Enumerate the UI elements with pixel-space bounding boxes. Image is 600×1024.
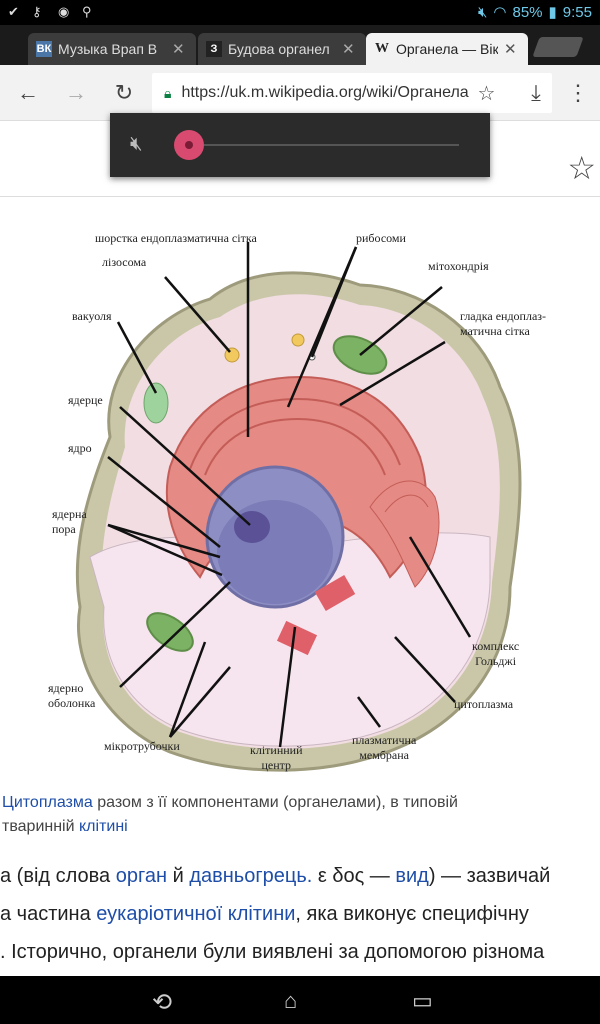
forward-icon[interactable]: → — [65, 80, 87, 105]
label-golgi-line1: комплекс — [472, 639, 520, 653]
cytoplasm-link[interactable]: Цитоплазма — [2, 794, 93, 811]
sync-icon: ◉ — [58, 4, 70, 19]
tab-title: Музыка Врап В — [58, 41, 158, 57]
label-smooth-er: гладка ендоплаз- матична сітка — [460, 309, 546, 339]
species-link[interactable]: вид — [395, 865, 429, 887]
body-text: . Історично, органели були виявлені за д… — [0, 941, 545, 963]
eukaryotic-cell-link[interactable]: еукаріотичної клітини — [96, 903, 296, 925]
paragraph-line: а частина еукаріотичної клітини, яка вик… — [0, 895, 600, 933]
label-nucleus: ядро — [68, 441, 92, 455]
article-body: а (від слова орган й давньогрець. ε δος … — [0, 857, 600, 971]
label-nucleolus: ядерце — [68, 393, 103, 407]
label-cell-centre-line1: клітинний — [250, 743, 303, 757]
tab-title: Органела — Вікі — [396, 41, 498, 57]
organ-link[interactable]: орган — [115, 865, 168, 887]
lock-icon: 🔒︎ — [164, 84, 172, 101]
back-nav-icon[interactable]: ⟲ — [152, 989, 173, 1016]
ancient-greek-link[interactable]: давньогрець. — [189, 865, 313, 887]
close-icon[interactable]: ✕ — [342, 41, 355, 58]
web-page: ☆ — [0, 121, 600, 976]
battery-percent: 85% — [512, 3, 543, 21]
status-bar: ✔ ⚷ ◉ ⚲ 🔇︎ ◠ 85% ▮ 9:55 — [0, 0, 600, 25]
label-smooth-er-line1: гладка ендоплаз- — [460, 309, 547, 323]
wifi-icon: ◠ — [493, 4, 507, 21]
body-text: а (від слова — [0, 865, 116, 887]
paragraph-line: а (від слова орган й давньогрець. ε δος … — [0, 857, 600, 895]
site-favicon-icon: З — [206, 41, 222, 57]
caption-text-2: тваринній — [2, 818, 79, 835]
address-bar[interactable]: 🔒︎ https://uk.m.wikipedia.org/wiki/Орган… — [152, 73, 552, 113]
recents-icon[interactable]: ▭ — [412, 988, 433, 1013]
bookmark-star-icon[interactable]: ☆ — [477, 82, 496, 105]
label-nuclear-pore: ядерна пора — [52, 507, 87, 537]
browser-toolbar: ← → ↻ 🔒︎ https://uk.m.wikipedia.org/wiki… — [0, 65, 600, 121]
close-icon[interactable]: ✕ — [172, 41, 185, 58]
tab-strip: ВК Музыка Врап В ✕ З Будова органел ✕ W … — [0, 25, 600, 65]
check-icon: ✔ — [8, 4, 19, 19]
paragraph-line: . Історично, органели були виявлені за д… — [0, 933, 600, 971]
label-plasma-membrane-line1: плазматична — [352, 733, 417, 747]
label-mitochondria: мітохондрія — [428, 259, 489, 273]
back-icon[interactable]: ← — [17, 80, 39, 105]
label-rough-er: шорстка ендоплазматична сітка — [95, 231, 257, 245]
label-nuclear-envelope-line1: ядерно — [48, 681, 84, 695]
body-text: ε δος — — [312, 865, 396, 887]
label-nuclear-envelope-line2: оболонка — [48, 696, 96, 710]
key-icon: ⚷ — [32, 4, 42, 19]
caption-text: разом з її компонентами (органелами), в … — [92, 794, 458, 811]
vk-favicon-icon: ВК — [36, 41, 52, 57]
body-text: ) — зазвичай — [428, 865, 551, 887]
media-controls-popup: 🔇︎ — [110, 113, 490, 177]
page-header: ☆ — [0, 121, 600, 197]
label-microtubules: мікротрубочки — [104, 739, 180, 753]
download-icon[interactable]: ⤓ — [531, 80, 541, 105]
reload-icon[interactable]: ↻ — [114, 80, 134, 105]
label-nuclear-envelope: ядерно оболонка — [48, 681, 95, 711]
new-tab-button[interactable] — [532, 37, 584, 57]
cell-link[interactable]: клітині — [79, 818, 128, 835]
navigation-bar: ⟲ ⌂ ▭ — [0, 976, 600, 1024]
label-cytoplasm: цитоплазма — [454, 697, 514, 711]
cell-illustration — [75, 242, 522, 772]
menu-icon[interactable]: ⋮ — [567, 80, 589, 105]
label-smooth-er-line2: матична сітка — [460, 324, 530, 338]
tab-music[interactable]: ВК Музыка Врап В ✕ — [28, 33, 196, 65]
mute-icon: 🔇︎ — [477, 3, 488, 21]
body-text: а частина — [0, 903, 97, 925]
label-plasma-membrane-line2: мембрана — [359, 748, 409, 762]
label-cell-centre-line2: центр — [261, 758, 292, 772]
body-text: , яка виконує специфічну — [295, 903, 529, 925]
label-nuclear-pore-line1: ядерна — [52, 507, 87, 521]
home-icon[interactable]: ⌂ — [284, 988, 298, 1013]
tab-wikipedia[interactable]: W Органела — Вікі ✕ — [366, 33, 528, 65]
cell-diagram: шорстка ендоплазматична сітка рибосоми л… — [40, 207, 560, 777]
muted-speaker-icon[interactable]: 🔇︎ — [130, 133, 143, 155]
label-cell-centre: клітинний центр — [250, 743, 303, 773]
tab-organelles-structure[interactable]: З Будова органел ✕ — [198, 33, 366, 65]
volume-track[interactable] — [204, 144, 459, 146]
wikipedia-favicon-icon: W — [375, 41, 389, 56]
tab-title: Будова органел — [228, 41, 330, 57]
label-golgi: комплекс Гольджі — [472, 639, 519, 669]
label-lysosome: лізосома — [102, 255, 147, 269]
figure-caption: Цитоплазма разом з її компонентами (орга… — [2, 791, 592, 839]
watch-star-icon[interactable]: ☆ — [567, 150, 596, 186]
url-text: https://uk.m.wikipedia.org/wiki/Органела — [181, 84, 469, 101]
battery-icon: ▮ — [548, 4, 557, 21]
label-plasma-membrane: плазматична мембрана — [352, 733, 416, 763]
clock: 9:55 — [562, 3, 592, 21]
volume-slider-thumb[interactable] — [174, 130, 204, 160]
body-text: й — [167, 865, 190, 887]
search-icon: ⚲ — [82, 4, 92, 19]
label-ribosomes: рибосоми — [356, 231, 406, 245]
label-nuclear-pore-line2: пора — [52, 522, 76, 536]
label-golgi-line2: Гольджі — [475, 654, 517, 668]
label-vacuole: вакуоля — [72, 309, 112, 323]
close-icon[interactable]: ✕ — [504, 41, 517, 58]
